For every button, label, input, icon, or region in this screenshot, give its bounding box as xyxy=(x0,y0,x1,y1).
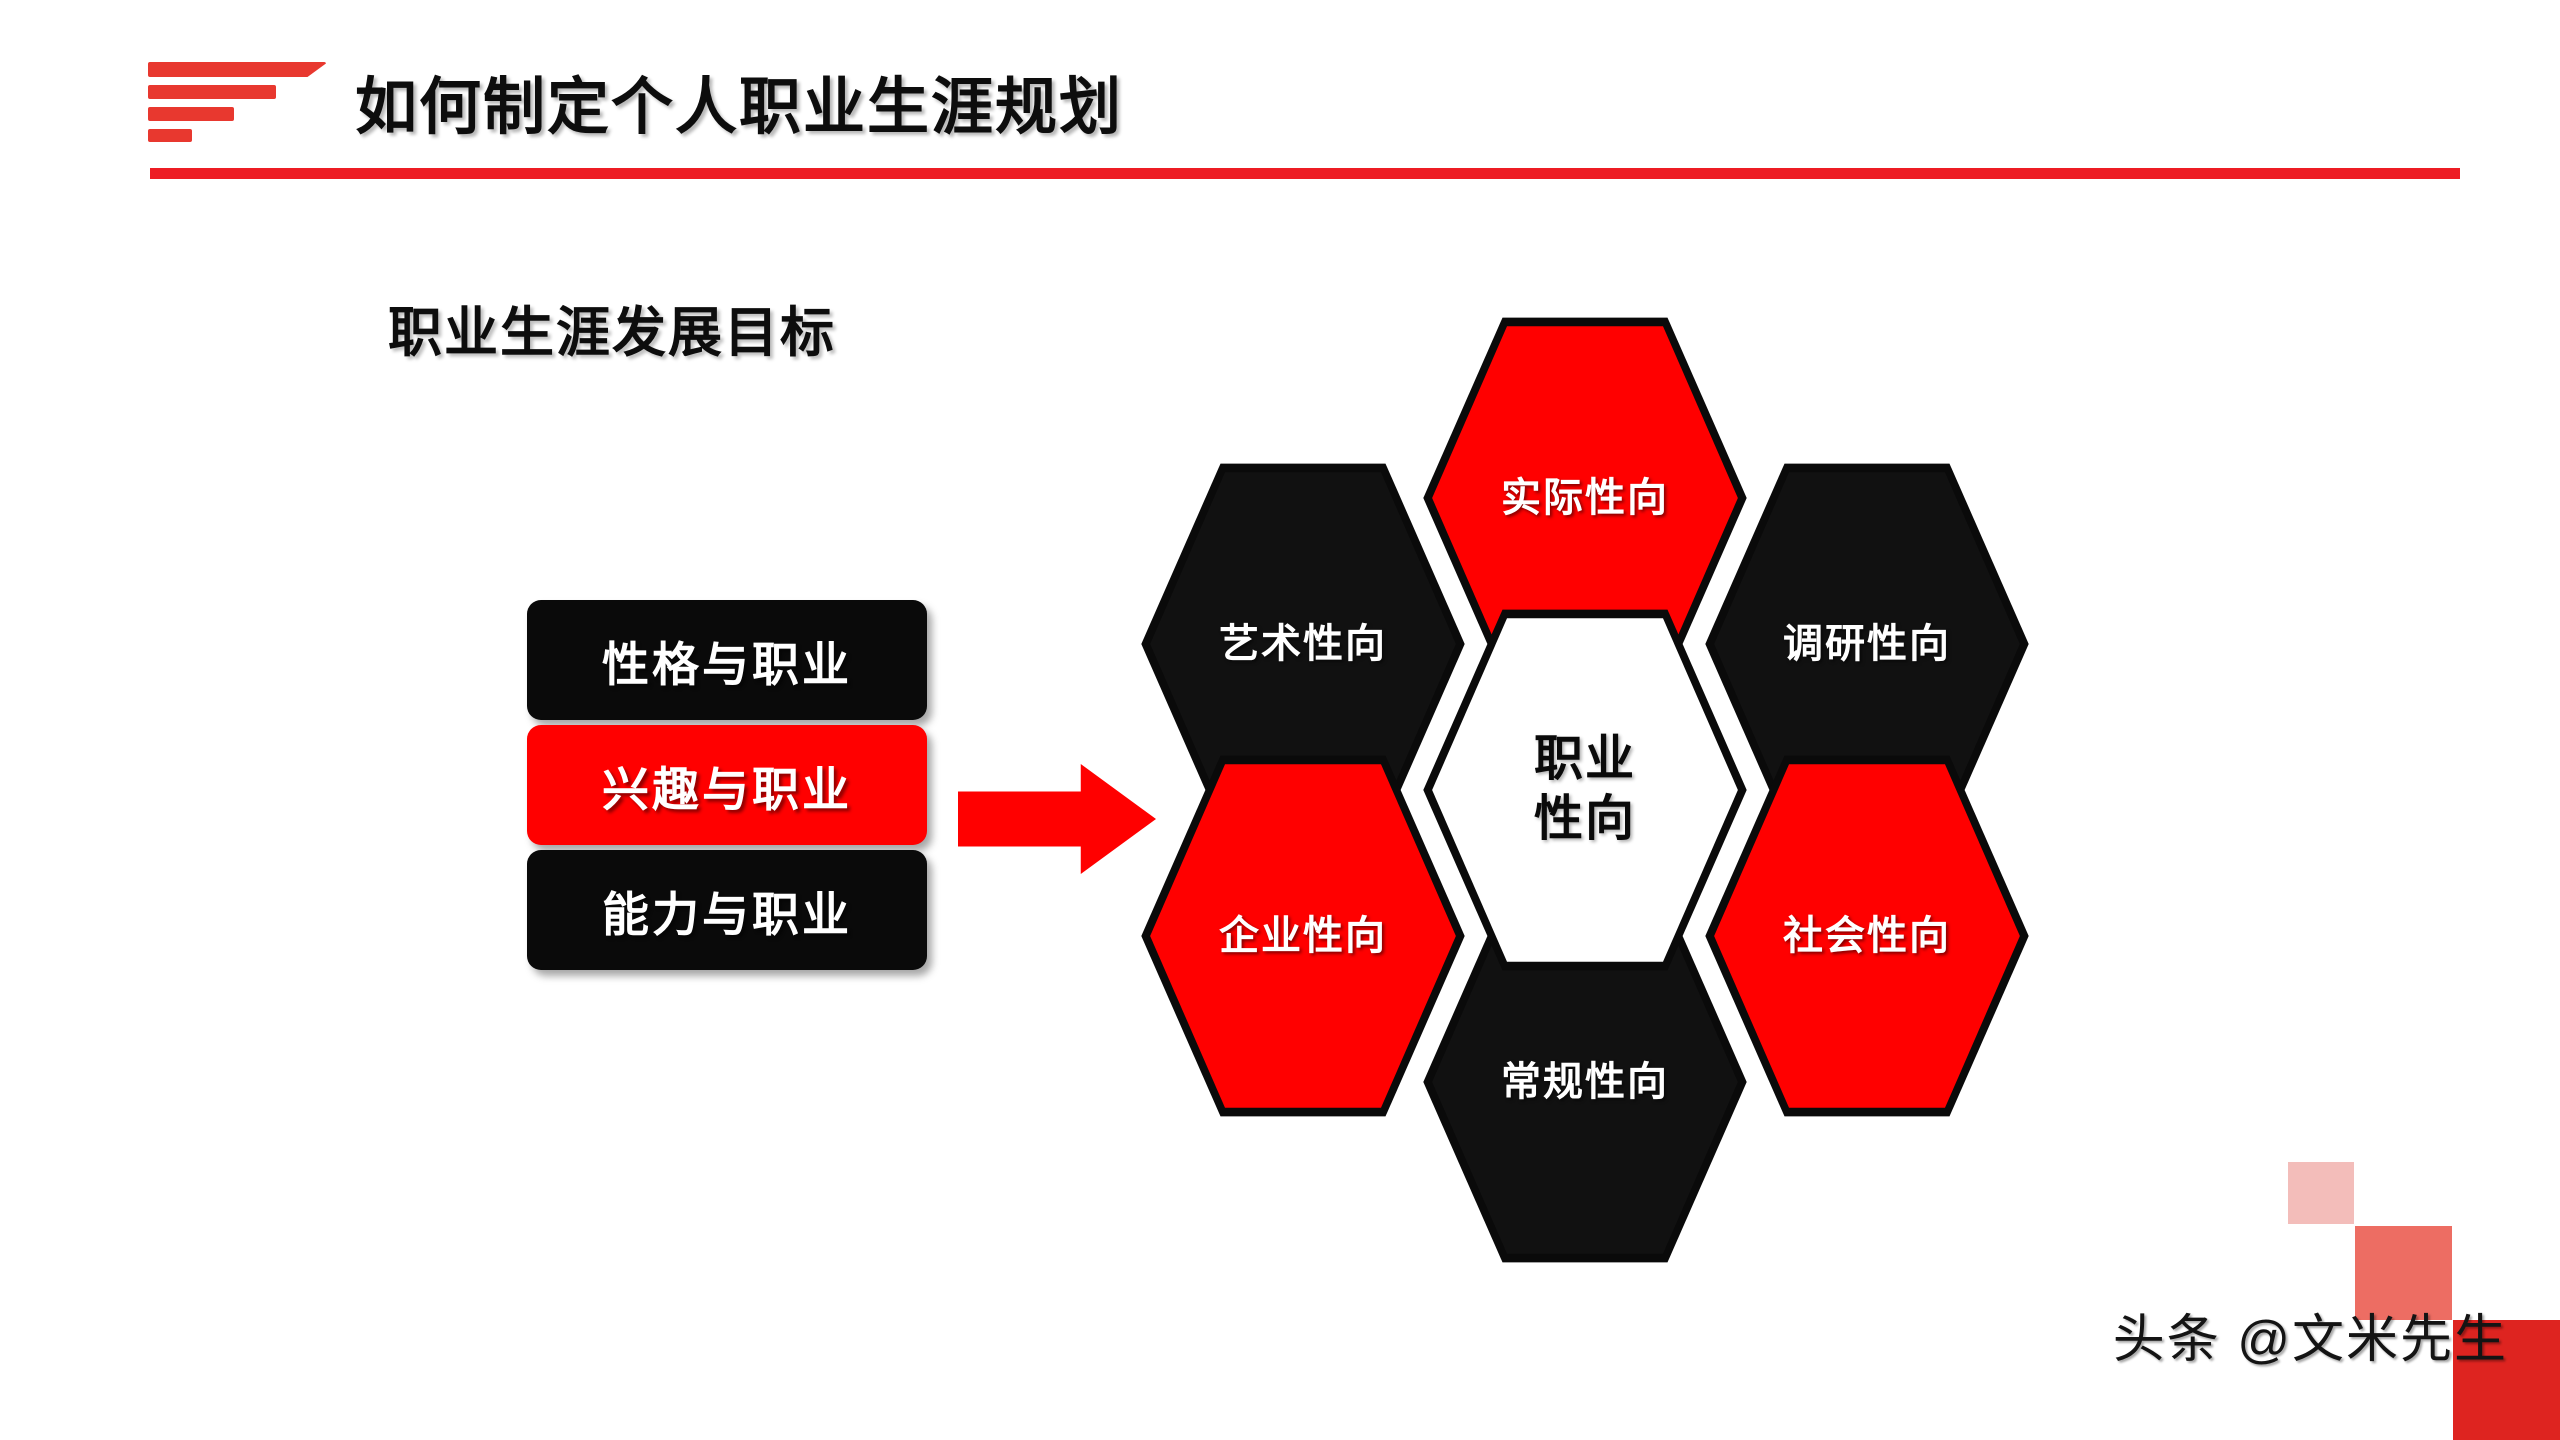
section-subtitle: 职业生涯发展目标 xyxy=(388,303,836,363)
hexagon-diagram: 艺术性向 调研性向 企业性向 社会性向 实际性向 常规性向 xyxy=(1130,317,2130,1270)
page-title: 如何制定个人职业生涯规划 xyxy=(355,73,1124,142)
corner-decoration xyxy=(2270,1140,2560,1440)
hexagon-label: 社会性向 xyxy=(1783,913,1951,958)
decoration-bar-3 xyxy=(148,107,234,121)
category-label: 兴趣与职业 xyxy=(602,762,852,816)
hexagon-label: 实际性向 xyxy=(1501,475,1669,520)
hexagon-center-career-orientation[interactable]: 职业 性向 xyxy=(1423,609,1747,971)
hexagon-fill: 企业性向 xyxy=(1150,764,1456,1108)
category-box-interest[interactable]: 兴趣与职业 xyxy=(527,725,927,845)
decoration-bar-1 xyxy=(148,62,326,77)
category-list: 性格与职业 兴趣与职业 能力与职业 xyxy=(527,600,927,975)
category-box-ability[interactable]: 能力与职业 xyxy=(527,850,927,970)
decoration-bar-4 xyxy=(148,129,192,142)
arrow-right-icon xyxy=(958,764,1156,874)
hexagon-artistic[interactable]: 艺术性向 xyxy=(1141,463,1465,825)
hexagon-conventional[interactable]: 常规性向 xyxy=(1423,901,1747,1263)
hexagon-label: 常规性向 xyxy=(1501,1059,1669,1104)
hexagon-fill: 常规性向 xyxy=(1432,910,1738,1254)
decoration-square-dark xyxy=(2453,1320,2560,1440)
header-divider xyxy=(150,168,2460,179)
stacked-bars-icon xyxy=(148,62,328,144)
hexagon-social[interactable]: 社会性向 xyxy=(1705,755,2029,1117)
watermark: 头条 @文米先生 xyxy=(2112,1311,2508,1369)
hexagon-label: 企业性向 xyxy=(1219,913,1387,958)
decoration-bar-2 xyxy=(148,85,276,99)
hexagon-fill: 职业 性向 xyxy=(1432,618,1738,962)
category-label: 性格与职业 xyxy=(602,637,852,691)
arrow-shape xyxy=(958,764,1156,874)
hexagon-label: 艺术性向 xyxy=(1219,621,1387,666)
hexagon-enterprising[interactable]: 企业性向 xyxy=(1141,755,1465,1117)
category-label: 能力与职业 xyxy=(602,887,852,941)
decoration-square-medium xyxy=(2355,1226,2452,1320)
hexagon-center-label: 职业 性向 xyxy=(1533,732,1636,846)
category-box-personality[interactable]: 性格与职业 xyxy=(527,600,927,720)
hexagon-fill: 社会性向 xyxy=(1714,764,2020,1108)
hexagon-label: 调研性向 xyxy=(1783,621,1951,666)
hexagon-fill: 实际性向 xyxy=(1432,326,1738,670)
decoration-square-light xyxy=(2288,1162,2354,1224)
